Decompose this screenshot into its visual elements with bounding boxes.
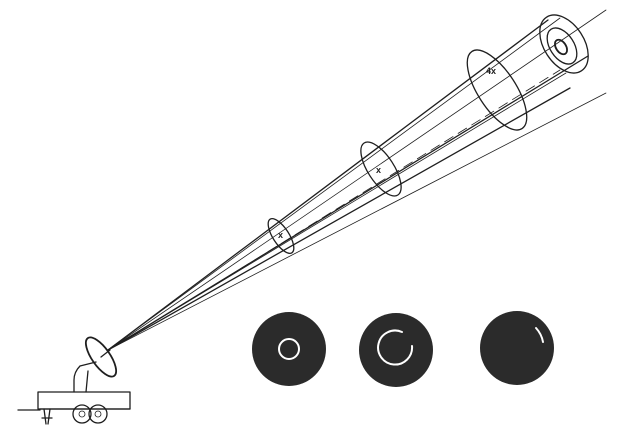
trailer-wheel-rear	[88, 404, 108, 424]
disc-3	[480, 311, 554, 385]
trailer-wheel-front-hub	[78, 410, 86, 418]
radar-dish-feed	[100, 349, 111, 358]
disc-1	[252, 312, 326, 386]
disc-2	[359, 313, 433, 387]
disc-3-ring-arc	[535, 327, 544, 343]
beam-target-end	[539, 14, 589, 74]
beam-axis-dashed	[199, 69, 561, 295]
cross-section-1-ellipse	[267, 218, 295, 254]
cross-section-1: x	[267, 218, 295, 254]
radar-trailer	[17, 336, 131, 425]
cross-section-3: 4x	[466, 49, 528, 131]
beam-axis	[107, 55, 589, 351]
target-ring-middle	[546, 27, 578, 65]
beam-edge-upper-inner	[107, 17, 561, 351]
target-ring-outer	[539, 14, 589, 74]
cross-section-2: x	[360, 141, 402, 197]
trailer-wheel-rear-hub	[94, 410, 102, 418]
cross-section-2-label: x	[376, 165, 381, 175]
cross-section-2-ellipse	[360, 141, 402, 197]
beam-axis-line	[107, 55, 589, 351]
disc-2-ring-arc	[377, 329, 414, 366]
beam-cone-bottom	[107, 87, 571, 351]
radar-mast	[73, 361, 97, 393]
beam-edge-lower	[107, 92, 607, 351]
cross-section-3-ellipse	[466, 49, 528, 131]
trailer-stand	[41, 408, 53, 425]
target-ring-inner	[554, 38, 568, 56]
beam-cone-top	[107, 19, 549, 351]
disc-1-ring	[278, 338, 300, 360]
beam-cone	[107, 19, 571, 351]
beam-edge-upper	[107, 9, 607, 351]
disc-panel-1	[252, 312, 326, 386]
trailer-body	[37, 391, 131, 410]
disc-panel-3	[480, 311, 554, 385]
cross-section-3-label: 4x	[486, 66, 496, 76]
beam-outer-edges	[107, 9, 607, 351]
cross-section-1-label: x	[278, 230, 283, 240]
trailer-wheel-front	[72, 404, 92, 424]
disc-panel-2	[359, 313, 433, 387]
